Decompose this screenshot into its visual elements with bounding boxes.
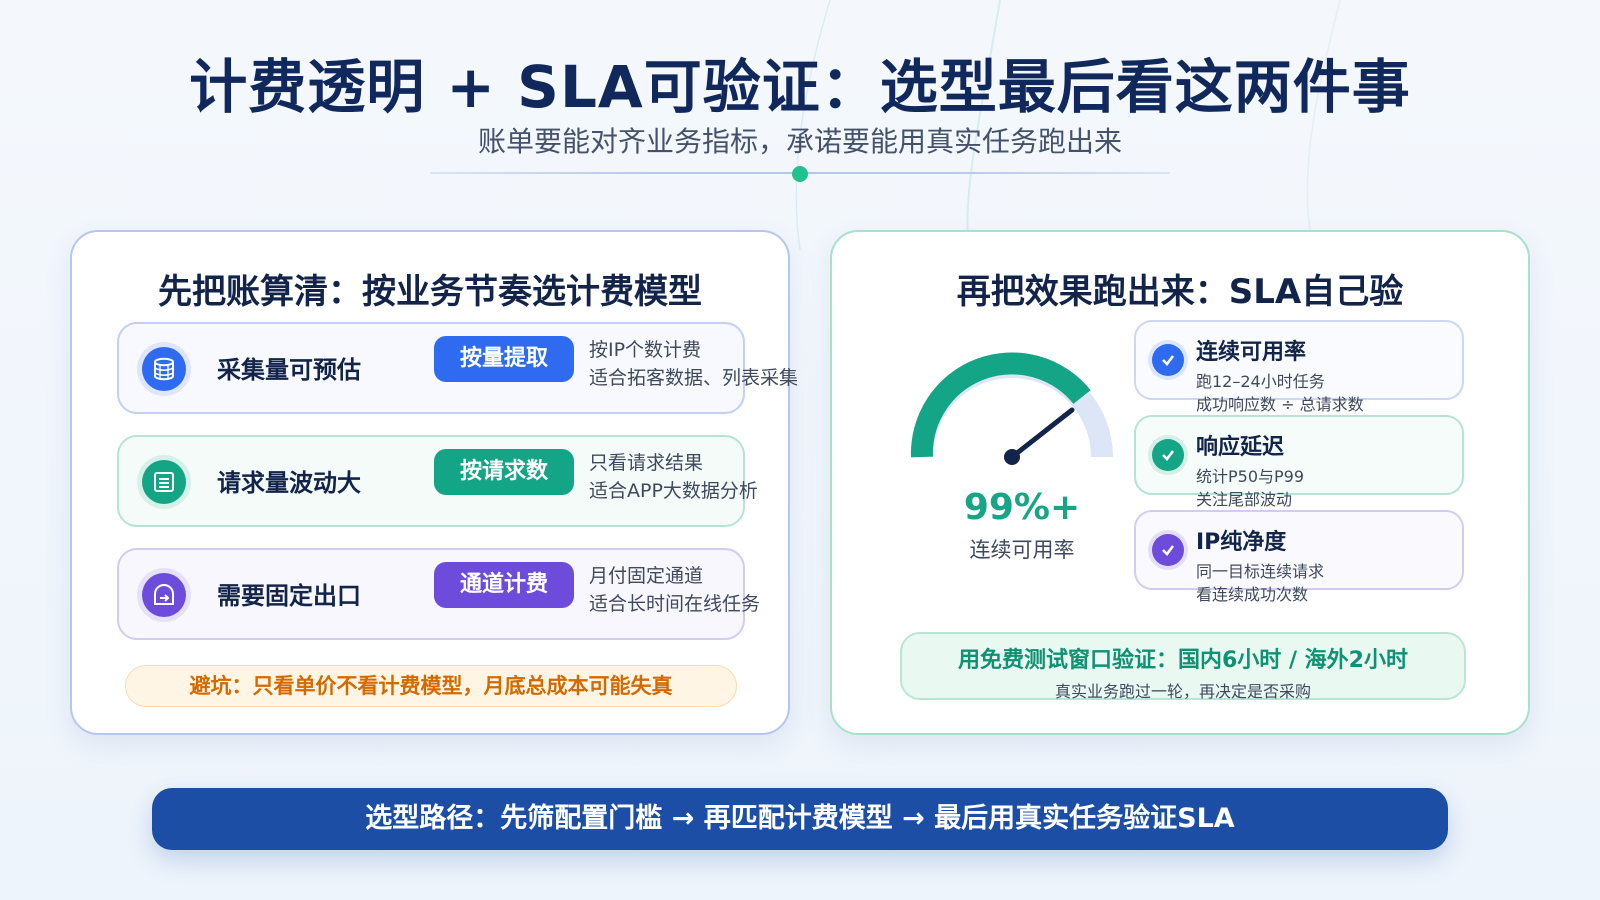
list-icon	[137, 455, 191, 509]
sla-item-detail: 同一目标连续请求	[1196, 562, 1325, 581]
desc-line: 月付固定通道	[589, 565, 704, 587]
availability-gauge: 99%+ 连续可用率	[892, 342, 1152, 582]
gauge-icon	[910, 352, 1113, 465]
sla-item-detail: 成功响应数 ÷ 总请求数	[1196, 395, 1364, 414]
sla-item-availability: 连续可用率 跑12–24小时任务 成功响应数 ÷ 总请求数	[1134, 320, 1464, 414]
page-title: 计费透明 + SLA可验证：选型最后看这两件事	[189, 53, 1411, 121]
trial-banner: 用免费测试窗口验证：国内6小时 / 海外2小时 真实业务跑过一轮，再决定是否采购	[900, 632, 1466, 701]
desc-line: 适合长时间在线任务	[589, 593, 761, 615]
row-label: 请求量波动大	[217, 469, 361, 497]
gauge-value: 99%+	[963, 487, 1081, 528]
database-icon	[137, 342, 191, 396]
row-description: 月付固定通道 适合长时间在线任务	[589, 562, 760, 618]
pill-channel: 通道计费	[434, 562, 574, 608]
row-label: 采集量可预估	[217, 356, 361, 384]
billing-row-channel: 需要固定出口 通道计费 月付固定通道 适合长时间在线任务	[117, 548, 760, 640]
row-description: 按IP个数计费 适合拓客数据、列表采集	[589, 336, 798, 392]
check-icon	[1152, 534, 1184, 566]
billing-card-title: 先把账算清：按业务节奏选计费模型	[158, 272, 702, 312]
check-icon	[1152, 439, 1184, 471]
sla-card: 再把效果跑出来：SLA自己验 99%+ 连续可用率 连续可用率 跑12–24小时…	[830, 230, 1530, 735]
sla-item-ip-purity: IP纯净度 同一目标连续请求 看连续成功次数	[1134, 510, 1464, 604]
row-label: 需要固定出口	[217, 582, 361, 610]
sla-item-title: IP纯净度	[1196, 530, 1287, 555]
sla-item-detail: 关注尾部波动	[1196, 490, 1293, 509]
row-description: 只看请求结果 适合APP大数据分析	[589, 449, 758, 505]
gauge-label: 连续可用率	[969, 538, 1075, 562]
billing-row-volume: 采集量可预估 按量提取 按IP个数计费 适合拓客数据、列表采集	[117, 322, 798, 414]
selection-path-banner: 选型路径：先筛配置门槛 → 再匹配计费模型 → 最后用真实任务验证SLA	[152, 788, 1448, 850]
sla-item-title: 响应延迟	[1196, 435, 1285, 460]
sla-item-detail: 统计P50与P99	[1196, 467, 1305, 486]
pill-per-request: 按请求数	[434, 449, 574, 495]
trial-sub-text: 真实业务跑过一轮，再决定是否采购	[1054, 682, 1311, 701]
pill-per-ip: 按量提取	[434, 336, 574, 382]
desc-line: 适合拓客数据、列表采集	[589, 367, 799, 389]
sla-item-latency: 响应延迟 统计P50与P99 关注尾部波动	[1134, 415, 1464, 509]
divider-dot	[792, 166, 808, 182]
billing-card: 先把账算清：按业务节奏选计费模型 采集量可预估 按量提取 按IP个数计费 适合拓…	[70, 230, 798, 735]
warning-banner: 避坑：只看单价不看计费模型，月底总成本可能失真	[125, 665, 737, 707]
sla-item-title: 连续可用率	[1196, 340, 1307, 365]
sla-item-detail: 看连续成功次数	[1196, 585, 1309, 604]
trial-main-text: 用免费测试窗口验证：国内6小时 / 海外2小时	[958, 648, 1408, 673]
desc-line: 适合APP大数据分析	[589, 480, 758, 502]
page-subtitle: 账单要能对齐业务指标，承诺要能用真实任务跑出来	[477, 125, 1122, 158]
sla-card-title: 再把效果跑出来：SLA自己验	[956, 272, 1404, 312]
billing-row-requests: 请求量波动大 按请求数 只看请求结果 适合APP大数据分析	[117, 435, 758, 527]
desc-line: 只看请求结果	[589, 452, 704, 474]
sla-item-detail: 跑12–24小时任务	[1196, 372, 1325, 391]
exit-icon	[137, 568, 191, 622]
desc-line: 按IP个数计费	[589, 339, 702, 361]
check-icon	[1152, 344, 1184, 376]
